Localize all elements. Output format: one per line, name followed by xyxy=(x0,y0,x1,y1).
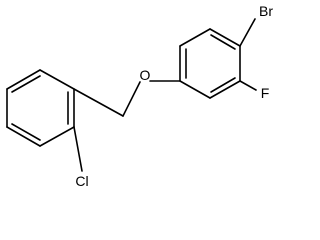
bond-l6-l1 xyxy=(39,69,75,90)
chlorine-label: Cl xyxy=(75,173,88,189)
structure-diagram: O Br F Cl xyxy=(6,3,273,189)
double-bond-r3-r4 xyxy=(210,77,236,93)
fluorine-label: F xyxy=(261,85,270,101)
bond-r4-r5 xyxy=(179,80,211,99)
oxygen-label: O xyxy=(140,67,151,83)
chlorophenyl-ring xyxy=(6,69,75,147)
bond-l2-l3 xyxy=(39,126,75,147)
bromofluorophenyl-ring xyxy=(179,28,241,99)
bond-r1-r2 xyxy=(209,28,241,47)
double-bond-r1-r2 xyxy=(210,34,236,50)
bond-to-fluorine xyxy=(239,80,257,91)
bond-ch2-to-ring xyxy=(73,88,124,117)
bond-r3-r4 xyxy=(209,80,241,99)
bond-to-chlorine xyxy=(73,126,83,172)
bond-l5-l6 xyxy=(6,69,41,90)
bond-r6-r1 xyxy=(179,28,211,47)
bond-l3-l4 xyxy=(6,126,41,147)
double-bond-l3-l4 xyxy=(11,123,41,141)
bond-oxygen-to-ch2 xyxy=(122,81,141,117)
bond-to-bromine xyxy=(239,18,256,47)
double-bond-l5-l6 xyxy=(11,75,41,93)
bromine-label: Br xyxy=(259,3,273,19)
